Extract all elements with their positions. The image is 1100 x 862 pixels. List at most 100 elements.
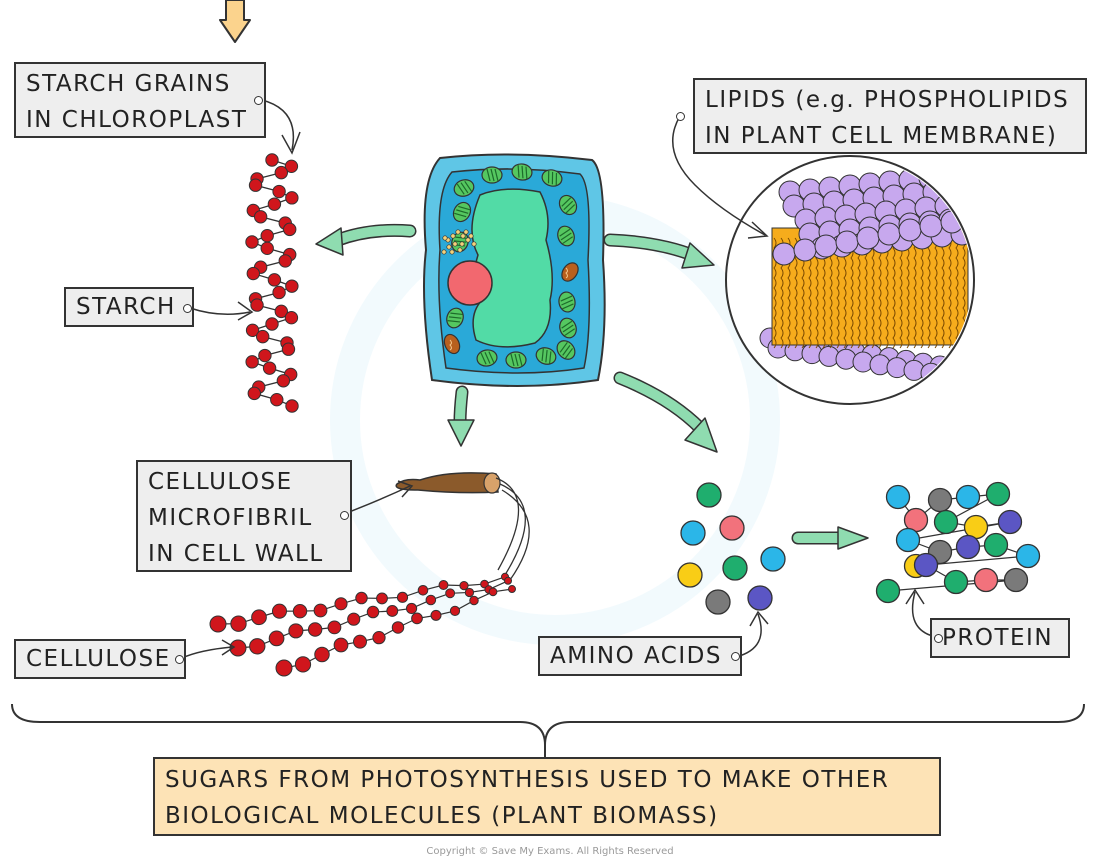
flow-arrow-icon [615, 373, 705, 433]
glucose-unit [245, 323, 260, 338]
label-cellulose: CELLULOSE [14, 639, 186, 679]
amino-acid-icon [913, 552, 939, 578]
label-lipids-line2: IN PLANT CELL MEMBRANE) [705, 123, 1058, 149]
glucose-unit [229, 639, 247, 657]
label-cellulose-microfibril-line1: CELLULOSE [148, 469, 293, 495]
chloroplast-icon [446, 307, 464, 329]
amino-acid-icon [1015, 543, 1041, 569]
glucose-unit [469, 595, 479, 606]
flow-arrow-icon [333, 225, 415, 245]
glucose-unit [449, 605, 461, 617]
glucose-unit [288, 623, 304, 639]
glucose-unit [275, 659, 293, 677]
label-cellulose-text: CELLULOSE [26, 646, 171, 672]
chloroplast-icon [535, 347, 557, 365]
glucose-unit [272, 285, 286, 300]
golgi-vesicles [441, 229, 477, 255]
glucose-unit [267, 197, 282, 211]
input-arrow-icon [219, 0, 251, 43]
starch-chain-icon [245, 153, 299, 413]
label-cellulose-microfibril-line3: IN CELL WALL [148, 541, 324, 567]
glucose-unit [425, 594, 437, 606]
amino-acid-icon [1003, 567, 1029, 593]
amino-acid-icon [680, 520, 706, 546]
curly-brace-icon [11, 703, 1085, 746]
tag-hole [254, 96, 263, 105]
glucose-unit [445, 588, 456, 599]
glucose-unit [285, 279, 299, 293]
glucose-unit [504, 576, 512, 585]
label-amino-acids-text: AMINO ACIDS [550, 643, 722, 669]
amino-acid-icon [895, 527, 921, 553]
glucose-unit [271, 603, 288, 619]
amino-acid-icon [719, 515, 745, 541]
label-lipids: LIPIDS (e.g. PHOSPHOLIPIDS IN PLANT CELL… [693, 78, 1087, 154]
glucose-unit [265, 153, 279, 167]
glucose-unit [274, 165, 288, 180]
chloroplast-icon [558, 291, 576, 313]
glucose-unit [396, 591, 409, 603]
amino-acids-icon [677, 482, 786, 615]
tag-hole [175, 655, 184, 664]
amino-acid-icon [997, 509, 1023, 535]
glucose-unit [464, 587, 475, 598]
glucose-unit [260, 241, 274, 256]
glucose-unit [268, 630, 285, 647]
chloroplast-icon [541, 169, 563, 187]
chloroplast-icon [453, 179, 475, 197]
chloroplast-icon [505, 351, 527, 369]
chloroplasts [446, 163, 578, 369]
chloroplast-icon [481, 166, 503, 184]
glucose-unit [372, 631, 386, 645]
summary-box: SUGARS FROM PHOTOSYNTHESIS USED TO MAKE … [153, 757, 941, 836]
glucose-unit [459, 580, 469, 591]
glucose-unit [258, 348, 272, 363]
chloroplast-icon [476, 349, 498, 367]
amino-acid-icon [885, 484, 911, 510]
glucose-unit [250, 298, 264, 312]
glucose-unit [249, 638, 266, 655]
glucose-unit [508, 585, 516, 594]
glucose-unit [386, 605, 399, 617]
label-starch-grains-line1: STARCH GRAINS [26, 71, 231, 97]
summary-line2: BIOLOGICAL MOLECULES (PLANT BIOMASS) [165, 803, 719, 829]
glucose-unit [251, 609, 267, 626]
amino-acid-icon [985, 481, 1011, 507]
label-starch-grains-line2: IN CHLOROPLAST [26, 107, 248, 133]
glucose-unit [333, 637, 349, 653]
amino-acid-icon [955, 484, 981, 510]
glucose-unit [284, 310, 299, 325]
chloroplast-icon [556, 340, 576, 360]
amino-acid-icon [943, 569, 969, 595]
glucose-unit [314, 646, 330, 663]
phospholipid-bilayer-icon [725, 155, 975, 405]
glucose-unit [327, 620, 342, 635]
label-lipids-line1: LIPIDS (e.g. PHOSPHOLIPIDS [705, 87, 1070, 113]
glucose-unit [391, 621, 405, 634]
tag-hole [676, 112, 685, 121]
glucose-unit [276, 374, 291, 388]
tag-hole [934, 634, 943, 643]
label-cellulose-microfibril: CELLULOSE MICROFIBRIL IN CELL WALL [136, 460, 352, 572]
glucose-unit [334, 597, 348, 611]
glucose-unit [246, 266, 260, 281]
glucose-unit [353, 634, 367, 649]
cellulose-chains-icon [209, 572, 516, 677]
chloroplast-icon [452, 201, 472, 223]
plant-cell-icon [423, 153, 606, 387]
tag-hole [340, 511, 349, 520]
label-starch: STARCH [64, 287, 194, 327]
amino-acid-icon [933, 509, 959, 535]
glucose-unit [307, 622, 323, 637]
summary-line1: SUGARS FROM PHOTOSYNTHESIS USED TO MAKE … [165, 767, 890, 793]
copyright-text: Copyright © Save My Exams. All Rights Re… [426, 846, 674, 857]
glucose-unit [438, 580, 449, 590]
chloroplast-icon [557, 225, 575, 247]
label-cellulose-microfibril-line2: MICROFIBRIL [148, 505, 313, 531]
amino-acid-icon [760, 546, 786, 572]
protein-chain-icon [875, 481, 1041, 604]
glucose-unit [294, 656, 312, 673]
glucose-unit [262, 361, 277, 375]
glucose-unit [270, 392, 284, 407]
glucose-unit [230, 615, 247, 632]
